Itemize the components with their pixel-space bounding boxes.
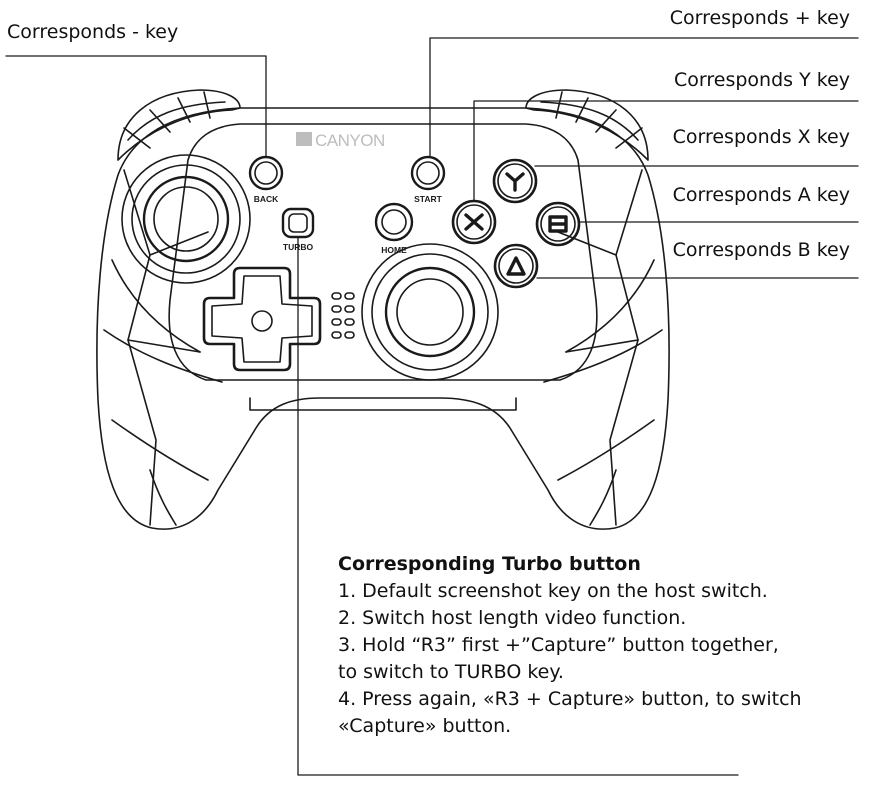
home-label: HOME: [381, 245, 407, 255]
turbo-note: Corresponding Turbo button 1. Default sc…: [338, 551, 858, 740]
turbo-leader: [297, 236, 739, 776]
a-glyph: [506, 256, 526, 276]
minus-leader: [5, 55, 267, 158]
callout-x-key: Corresponds X key: [672, 126, 850, 148]
x-glyph: [464, 213, 484, 231]
y-button[interactable]: [492, 158, 538, 204]
canyon-logo: CANYON: [296, 131, 385, 150]
turbo-note-line-6: «Capture» button.: [338, 715, 512, 737]
speaker-grille: [331, 292, 355, 339]
face-panel: [168, 123, 598, 381]
y-glyph: [505, 172, 525, 192]
back-button[interactable]: [248, 155, 284, 191]
b-button[interactable]: [535, 201, 581, 247]
right-bumper: [525, 89, 649, 161]
turbo-label: TURBO: [283, 242, 314, 252]
turbo-note-line-5: 4. Press again, «R3 + Capture» button, t…: [338, 688, 802, 710]
bottom-ridge: [249, 397, 517, 411]
turbo-note-line-2: 2. Switch host length video function.: [338, 607, 687, 629]
right-grip-contours: [543, 169, 663, 526]
callout-minus-key: Corresponds - key: [7, 21, 179, 43]
b-glyph: [548, 215, 568, 233]
turbo-button[interactable]: [281, 207, 315, 239]
y-leader: [473, 100, 859, 202]
brand-label: CANYON: [315, 131, 385, 150]
start-label: START: [414, 194, 443, 204]
controller-body: [96, 107, 670, 530]
leader-lines: [5, 37, 859, 776]
left-bumper: [117, 89, 241, 161]
callout-y-key: Corresponds Y key: [674, 69, 850, 91]
turbo-note-line-1: 1. Default screenshot key on the host sw…: [338, 580, 768, 602]
turbo-note-title: Corresponding Turbo button: [338, 553, 641, 575]
callout-a-key: Corresponds A key: [672, 184, 850, 206]
left-stick[interactable]: [121, 154, 251, 284]
a-button[interactable]: [493, 243, 539, 289]
d-pad[interactable]: [202, 266, 322, 372]
right-stick[interactable]: [361, 243, 499, 381]
home-button[interactable]: [374, 202, 414, 242]
turbo-note-line-3: 3. Hold “R3” first +”Capture” button tog…: [338, 634, 779, 656]
turbo-note-line-4: to switch to TURBO key.: [338, 661, 564, 683]
callout-plus-key: Corresponds + key: [669, 7, 850, 29]
start-button[interactable]: [410, 155, 446, 191]
callout-b-key: Corresponds B key: [672, 239, 850, 261]
plus-leader: [429, 37, 859, 158]
back-label: BACK: [254, 194, 279, 204]
